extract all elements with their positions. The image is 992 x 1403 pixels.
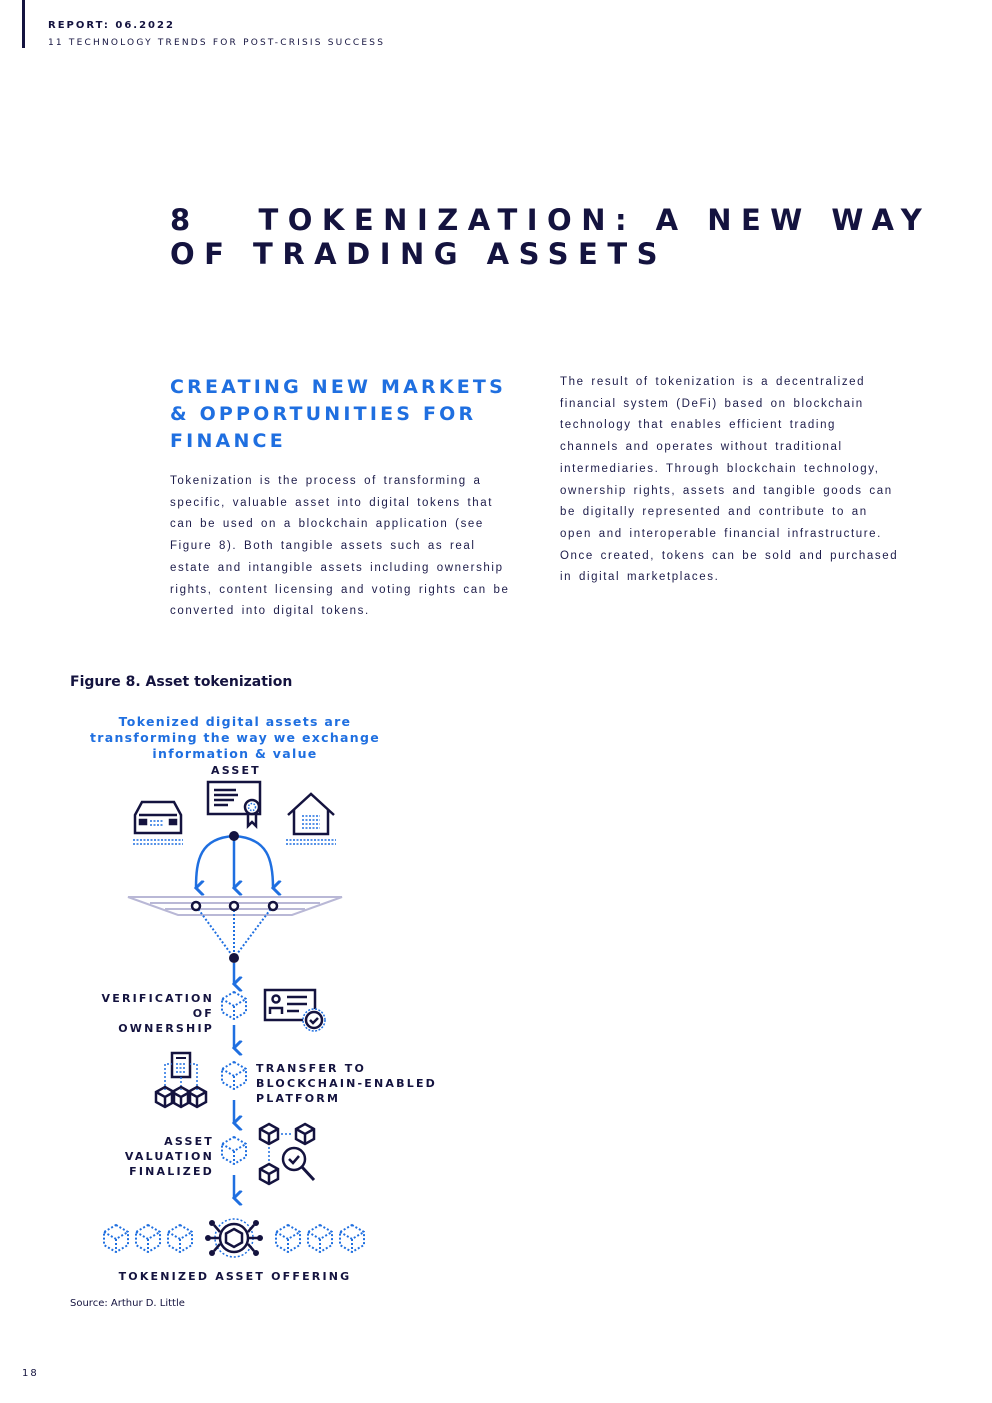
chapter-title-line1: 8 TOKENIZATION: A NEW WAY [170,203,932,237]
step-verification-label: VERIFICATION OF OWNERSHIP [101,992,214,1035]
source-node [229,831,239,841]
calculator-blockchain-icon [154,1051,208,1109]
id-card-icon [263,988,326,1032]
platform-nodes [190,900,279,912]
final-offering-label: TOKENIZED ASSET OFFERING [118,1270,352,1283]
figure-source: Source: Arthur D. Little [70,1298,185,1309]
car-icon [133,800,183,845]
page-number: 18 [22,1368,39,1379]
token-hub-icon [205,1218,263,1258]
report-date: REPORT: 06.2022 [48,20,175,31]
step-transfer-label: TRANSFER TO BLOCKCHAIN-ENABLED PLATFORM [256,1062,437,1105]
figure-title: Figure 8. Asset tokenization [70,674,293,690]
body-paragraph-1: Tokenization is the process of transform… [170,475,510,618]
report-subtitle: 11 TECHNOLOGY TRENDS FOR POST-CRISIS SUC… [48,38,386,48]
chapter-title-line2: OF TRADING ASSETS [170,237,668,271]
header-accent-bar [22,0,25,48]
valuation-network-icon [258,1122,316,1186]
chapter-title: 8 TOKENIZATION: A NEW WAY OF TRADING ASS… [170,203,931,271]
house-icon [286,792,336,845]
cube-icon [221,1136,247,1165]
certificate-icon [206,780,262,830]
distribution-arrows [196,834,273,888]
cube-icon [221,1061,247,1090]
asset-label: ASSET [211,764,261,777]
cube-icon [221,991,247,1020]
convergence-lines [195,905,274,959]
section-heading: CREATING NEW MARKETS & OPPORTUNITIES FOR… [170,376,506,452]
step-valuation-label: ASSET VALUATION FINALIZED [124,1135,214,1178]
merge-node [229,953,239,963]
figure-subtitle: Tokenized digital assets are transformin… [89,714,380,761]
body-paragraph-2: The result of tokenization is a decentra… [560,376,899,584]
